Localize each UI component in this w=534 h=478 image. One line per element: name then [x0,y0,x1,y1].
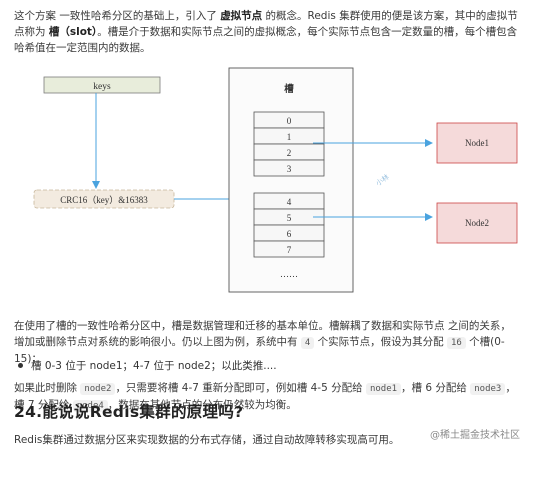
code-node4: node4 [72,400,108,412]
node1-box [436,122,518,164]
slot-label-5: 5 [287,213,292,223]
keys-box [43,76,161,94]
slot-assignment-bullet: 槽 0-3 位于 node1；4-7 位于 node2；以此类推.... [18,358,518,374]
code-node-count: 4 [300,337,315,349]
cluster-principle-paragraph: Redis集群通过数据分区来实现数据的分布式存储，通过自动故障转移实现高可用。 [14,434,400,446]
node1-label: Node1 [465,138,489,148]
slot-cell-7 [253,240,325,258]
section-heading: 24.能说说Redis集群的原理吗? [14,403,244,421]
node2-box [436,202,518,244]
remove-text-1: 如果此时删除 [14,382,81,394]
slot-group-2: 4 5 6 7 [253,192,325,258]
slot-label-2: 2 [287,148,292,158]
crc-label: CRC16（key）&16383 [60,195,148,205]
node2-label: Node2 [465,218,489,228]
slot-label-0: 0 [287,116,292,126]
site-watermark: @稀土掘金技术社区 [430,430,520,441]
slot-explanation-text: 在使用了槽的一致性哈希分区中，槽是数据管理和迁移的基本单位。槽解耦了数据和实际节… [14,320,511,348]
intro-text-2: 的概念。Redis 集群使用的便是该方案，其中的虚拟节点称为 [14,10,518,38]
remove-text-5: ，数据在其他节点的分布仍然较为均衡。 [107,399,297,411]
code-node2: node2 [80,383,116,395]
code-slot-count: 16 [446,337,466,349]
remove-text-2: ，只需要将槽 4-7 重新分配即可，例如槽 4-5 分配给 [115,382,366,394]
intro-text-3: 。槽是介于数据和实际节点之间的虚拟概念，每个实际节点包含一定数量的槽，每个槽包含… [14,26,518,54]
remove-text-3: ，槽 6 分配给 [401,382,471,394]
slot-label-1: 1 [287,132,292,142]
intro-bold-virtual-node: 虚拟节点 [220,10,263,22]
slot-explanation-text-2: 个实际节点，假设为其分配 [314,336,447,348]
slot-explanation-text-3: 个槽(0-15)； [14,336,505,365]
slot-label-4: 4 [287,197,292,207]
code-node3: node3 [470,383,506,395]
slot-label-6: 6 [287,229,292,239]
intro-bold-slot: 槽（slot） [48,26,98,38]
diagram-watermark: 小林 [374,172,391,187]
slot-header: 槽 [284,83,294,95]
intro-paragraph: 这个方案 一致性哈希分区的基础上，引入了 虚拟节点 的概念。Redis 集群使用… [14,8,520,56]
bullet-dot-icon [18,362,23,368]
slot-cell-3 [253,159,325,177]
slots-ellipsis: …… [280,269,298,279]
slot-explanation-paragraph: 在使用了槽的一致性哈希分区中，槽是数据管理和迁移的基本单位。槽解耦了数据和实际节… [14,318,520,367]
slot-diagram: keys CRC16（key）&16383 槽 0 1 2 3 4 5 6 7 …… Nod… [33,67,518,293]
slot-container [228,67,354,293]
bullet-text: 槽 0-3 位于 node1；4-7 位于 node2；以此类推.... [31,360,277,372]
intro-text-1: 这个方案 一致性哈希分区的基础上，引入了 [14,10,221,22]
slot-label-3: 3 [287,164,292,174]
slot-group-1: 0 1 2 3 [253,111,325,177]
remove-node-paragraph: 如果此时删除 node2，只需要将槽 4-7 重新分配即可，例如槽 4-5 分配… [14,380,520,414]
keys-label: keys [93,82,111,92]
slot-label-7: 7 [287,245,292,255]
remove-text-4: ，槽 7 分配给 [14,382,516,411]
code-node1: node1 [365,383,402,395]
